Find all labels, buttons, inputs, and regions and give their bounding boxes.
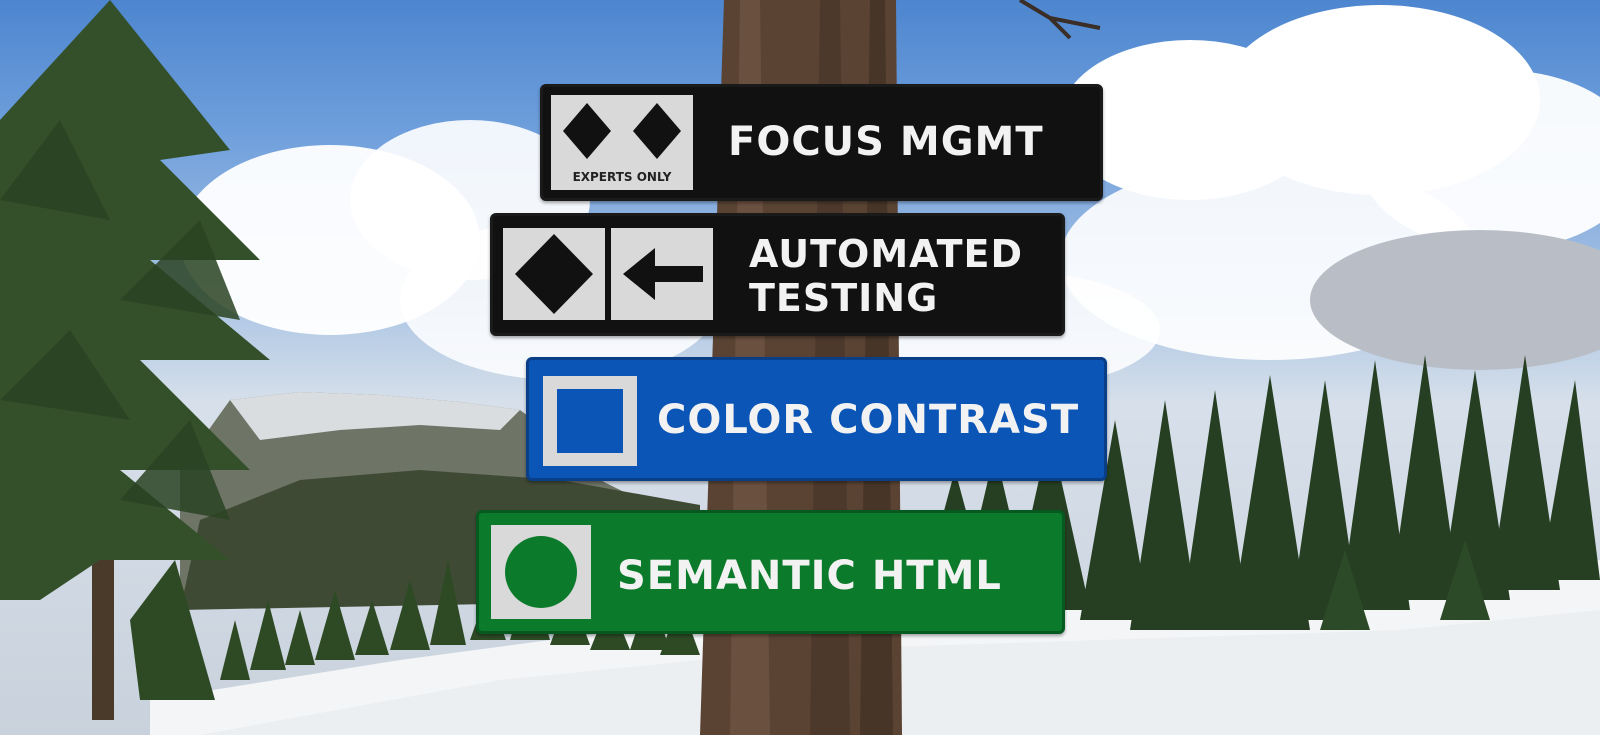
black-diamond-icon xyxy=(633,103,681,159)
black-diamond-tile xyxy=(503,228,605,320)
pine-tree-left xyxy=(0,0,270,720)
sign-text-focus-mgmt: FOCUS MGMT xyxy=(728,119,1044,165)
sign-automated-testing: AUTOMATED TESTING xyxy=(490,213,1065,336)
blue-square-icon xyxy=(557,389,623,453)
sign-text-semantic-html: SEMANTIC HTML xyxy=(617,553,1002,599)
black-diamond-icon xyxy=(515,234,593,314)
sign-text-color-contrast: COLOR CONTRAST xyxy=(657,397,1080,443)
sign-text-automated: AUTOMATED xyxy=(749,232,1024,276)
sign-color-contrast: COLOR CONTRAST xyxy=(526,357,1107,481)
bare-branch xyxy=(1018,0,1101,40)
black-diamond-icon xyxy=(563,103,611,159)
sign-semantic-html: SEMANTIC HTML xyxy=(476,510,1065,634)
sign-text-testing: TESTING xyxy=(749,276,939,320)
double-black-diamond-tile: EXPERTS ONLY xyxy=(551,95,693,190)
blue-square-tile xyxy=(543,376,637,466)
green-circle-icon xyxy=(505,536,577,608)
sign-focus-mgmt: EXPERTS ONLY FOCUS MGMT xyxy=(540,84,1103,201)
left-arrow-icon xyxy=(623,248,703,300)
experts-only-label: EXPERTS ONLY xyxy=(572,170,672,184)
green-circle-tile xyxy=(491,525,591,619)
left-arrow-tile xyxy=(611,228,713,320)
